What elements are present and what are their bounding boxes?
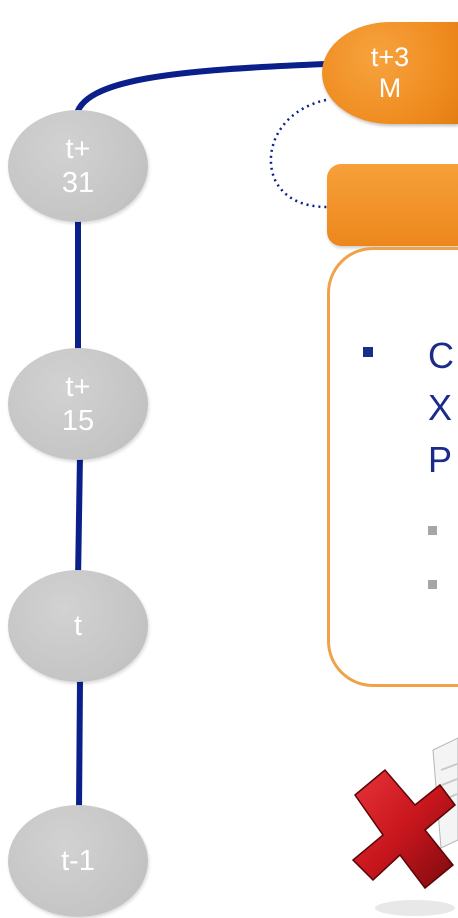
node-t-plus-3m: t+3 M	[322, 22, 458, 124]
sub-bullet-icon	[428, 580, 437, 589]
xml-3d-logo	[345, 730, 458, 918]
node-t-plus-31: t+ 31	[8, 110, 148, 222]
node-t-minus-1: t-1	[8, 805, 148, 917]
section-header-bar	[327, 164, 458, 246]
sub-bullet-icon	[428, 526, 437, 535]
timeline-curve-to-3m	[73, 61, 329, 121]
bullet-square-icon	[363, 347, 373, 357]
content-lines: C X P	[428, 335, 454, 480]
node-t-plus-15: t+ 15	[8, 348, 148, 460]
content-box	[327, 247, 458, 687]
timeline-line	[75, 197, 83, 813]
dotted-link	[269, 98, 329, 209]
node-t: t	[8, 570, 148, 682]
